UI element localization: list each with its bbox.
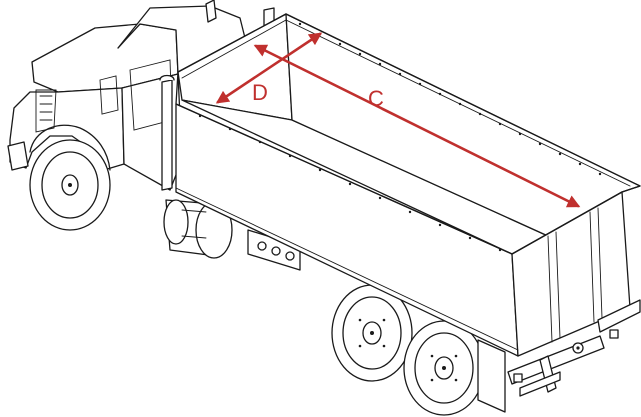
rear-bumper — [507, 299, 641, 397]
front-wheel — [29, 139, 111, 231]
dimension-d-label: D — [252, 80, 268, 105]
dump-body — [175, 13, 641, 357]
rear-wheels — [331, 284, 485, 416]
mud-flap — [477, 339, 506, 413]
dimension-d-arrow — [215, 32, 323, 104]
dimension-c-label: C — [368, 86, 384, 111]
fuel-tank — [163, 199, 233, 259]
